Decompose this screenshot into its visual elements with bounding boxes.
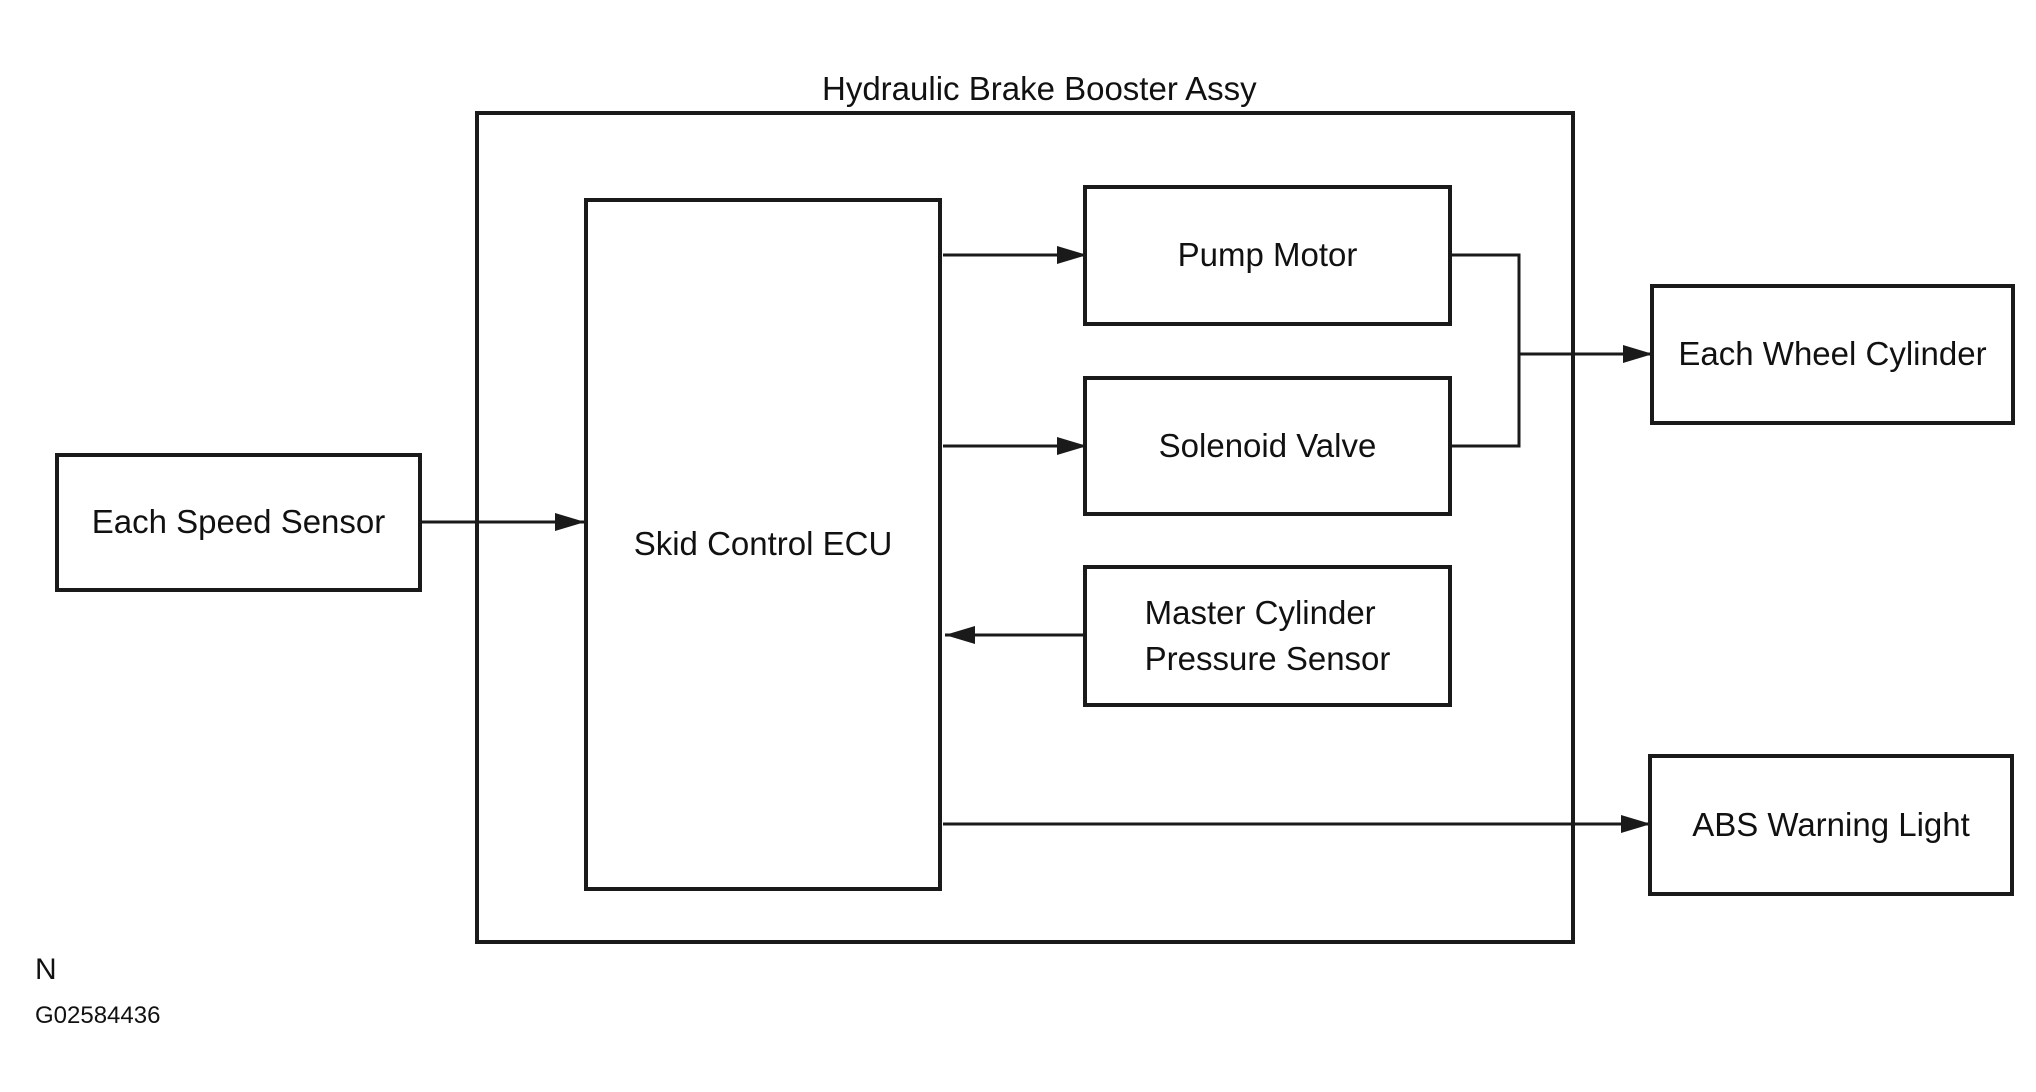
speed-sensor-label: Each Speed Sensor xyxy=(91,503,386,541)
wheel-cylinder-label: Each Wheel Cylinder xyxy=(1678,335,1987,373)
abs-warning-light-block: ABS Warning Light xyxy=(1648,754,2014,896)
solenoid-valve-label: Solenoid Valve xyxy=(1158,426,1377,464)
figure-id: G02584436 xyxy=(35,1002,161,1029)
line-pump-merge xyxy=(1451,253,1521,448)
solenoid-valve-block: Solenoid Valve xyxy=(1083,376,1452,516)
brake-booster-assy-frame xyxy=(475,111,1575,944)
master-cylinder-pressure-sensor-block: Master Cylinder Pressure Sensor xyxy=(1083,565,1452,707)
skid-control-ecu-block: Skid Control ECU xyxy=(584,198,942,891)
abs-warning-label: ABS Warning Light xyxy=(1692,805,1970,843)
ecu-label: Skid Control ECU xyxy=(633,525,893,563)
wheel-cylinder-block: Each Wheel Cylinder xyxy=(1650,284,2015,425)
mc-sensor-label-line2: Pressure Sensor xyxy=(1144,640,1391,677)
assy-title: Hydraulic Brake Booster Assy xyxy=(822,70,1257,107)
diagram-code: N xyxy=(35,953,57,986)
pump-motor-label: Pump Motor xyxy=(1177,236,1358,274)
pump-motor-block: Pump Motor xyxy=(1083,185,1452,326)
speed-sensor-block: Each Speed Sensor xyxy=(55,453,422,592)
mc-sensor-label-line1: Master Cylinder xyxy=(1144,593,1376,631)
